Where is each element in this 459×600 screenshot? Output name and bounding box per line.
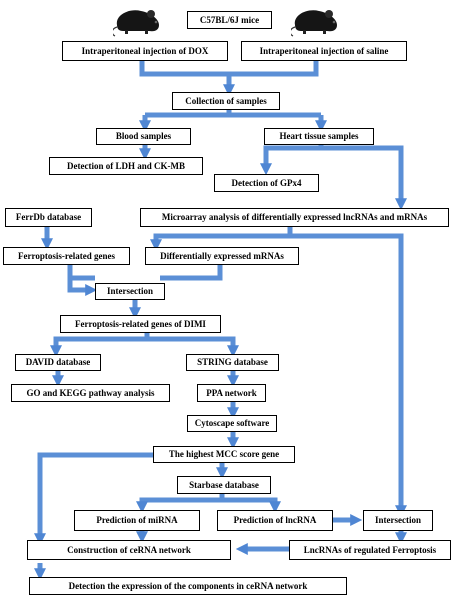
intersection-lnc-box: Intersection (363, 510, 433, 531)
arrow-collection-to-split (145, 108, 321, 125)
intersection-box: Intersection (95, 283, 165, 300)
arrow-starbase-to-lncrna (222, 497, 282, 514)
heart-tissue-box: Heart tissue samples (264, 128, 374, 145)
arrow-genes-to-intersection (67, 264, 223, 281)
arrow-heart-to-gpx4 (259, 143, 324, 176)
ferrdb-box: FerrDb database (5, 208, 92, 227)
lnc-ferroptosis-box: LncRNAs of regulated Ferroptosis (289, 540, 451, 560)
go-kegg-box: GO and KEGG pathway analysis (11, 384, 170, 402)
mice-box: C57BL/6J mice (187, 11, 272, 29)
arrow-dimi-to-string (147, 336, 240, 358)
arrow-microarray-to-mrna (149, 226, 293, 252)
dox-injection-box: Intraperitoneal injection of DOX (62, 41, 228, 61)
arrow-heart-to-microarray (321, 145, 408, 211)
diff-mrna-box: Differentially expressed mRNAs (145, 247, 299, 265)
lncrna-prediction-box: Prediction of lncRNA (217, 510, 333, 531)
arrow-microarray-to-intersection2 (290, 233, 408, 518)
gpx4-detection-box: Detection of GPx4 (214, 174, 319, 192)
dimi-genes-box: Ferroptosis-related genes of DIMI (60, 315, 221, 333)
arrow-injections-to-collection (139, 60, 319, 89)
ppa-network-box: PPA network (197, 384, 266, 402)
mirna-prediction-box: Prediction of miRNA (74, 510, 200, 531)
arrow-mcc-to-cerna (33, 452, 153, 546)
arrow-merge-to-intersection (67, 278, 98, 297)
arrow-dimi-to-david (49, 332, 150, 358)
ldh-detection-box: Detection of LDH and CK-MB (49, 157, 203, 175)
saline-injection-box: Intraperitoneal injection of saline (241, 41, 407, 61)
mouse-icon (291, 10, 337, 37)
arrow-starbase-to-mirna (135, 492, 225, 514)
cerna-network-box: Construction of ceRNA network (27, 540, 231, 560)
string-database-box: STRING database (186, 354, 279, 371)
final-detection-box: Detection the expression of the componen… (29, 577, 347, 595)
collection-box: Collection of samples (172, 92, 280, 110)
mouse-icon (113, 10, 159, 37)
david-database-box: DAVID database (15, 354, 101, 371)
mcc-gene-box: The highest MCC score gene (153, 446, 295, 463)
starbase-box: Starbase database (177, 476, 271, 494)
microarray-box: Microarray analysis of differentially ex… (140, 208, 449, 227)
ferroptosis-genes-box: Ferroptosis-related genes (3, 247, 130, 265)
blood-samples-box: Blood samples (96, 128, 191, 145)
cytoscape-box: Cytoscape software (187, 415, 277, 432)
